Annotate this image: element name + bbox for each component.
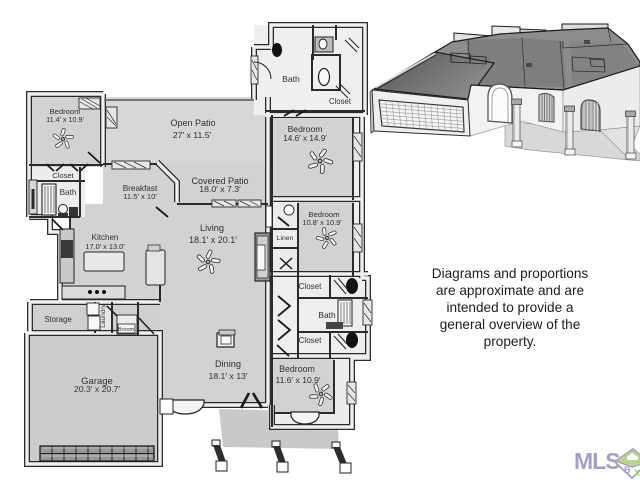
svg-text:18.1′ x 20.1′: 18.1′ x 20.1′ [189, 235, 237, 245]
svg-text:X: X [634, 468, 640, 478]
svg-text:11.4′ x 10.9′: 11.4′ x 10.9′ [46, 115, 84, 124]
svg-text:18.1′ x 13′: 18.1′ x 13′ [208, 371, 247, 381]
svg-text:B: B [624, 465, 631, 475]
svg-text:20.3′ x 20.7′: 20.3′ x 20.7′ [74, 384, 121, 394]
svg-text:Laundry: Laundry [100, 304, 107, 328]
svg-text:Bedroom: Bedroom [288, 124, 323, 134]
svg-text:Bedroom: Bedroom [50, 107, 81, 116]
svg-text:Broom: Broom [118, 327, 135, 333]
svg-text:Closet: Closet [299, 282, 322, 291]
svg-text:11.5′ x 10′: 11.5′ x 10′ [123, 192, 157, 201]
svg-text:Bedroom: Bedroom [308, 210, 339, 219]
svg-text:Storage: Storage [44, 315, 71, 324]
svg-text:Bedroom: Bedroom [279, 364, 315, 374]
svg-text:10.8′ x 10.9′: 10.8′ x 10.9′ [302, 218, 342, 227]
svg-text:Living: Living [200, 223, 224, 233]
svg-text:Bath: Bath [282, 74, 300, 84]
svg-text:Covered Patio: Covered Patio [191, 176, 248, 186]
svg-text:Linen: Linen [277, 235, 294, 242]
svg-text:Closet: Closet [329, 97, 352, 106]
svg-text:Open Patio: Open Patio [170, 118, 215, 128]
svg-text:Closet: Closet [299, 336, 322, 345]
svg-text:14.6′ x 14.9′: 14.6′ x 14.9′ [283, 134, 327, 143]
svg-text:Bath: Bath [60, 188, 77, 197]
svg-text:Closet: Closet [52, 171, 74, 180]
svg-text:27′ x 11.5′: 27′ x 11.5′ [173, 130, 212, 140]
svg-text:17.0′ x 13.0′: 17.0′ x 13.0′ [85, 242, 125, 251]
svg-text:Kitchen: Kitchen [92, 233, 119, 242]
svg-text:Dining: Dining [215, 359, 241, 369]
svg-text:Bath: Bath [318, 310, 336, 320]
svg-text:11.6′ x 10.9′: 11.6′ x 10.9′ [275, 375, 320, 385]
svg-text:Breakfast: Breakfast [123, 184, 158, 193]
svg-text:Garage: Garage [81, 376, 113, 387]
svg-text:18.0′ x 7.3′: 18.0′ x 7.3′ [199, 184, 241, 194]
